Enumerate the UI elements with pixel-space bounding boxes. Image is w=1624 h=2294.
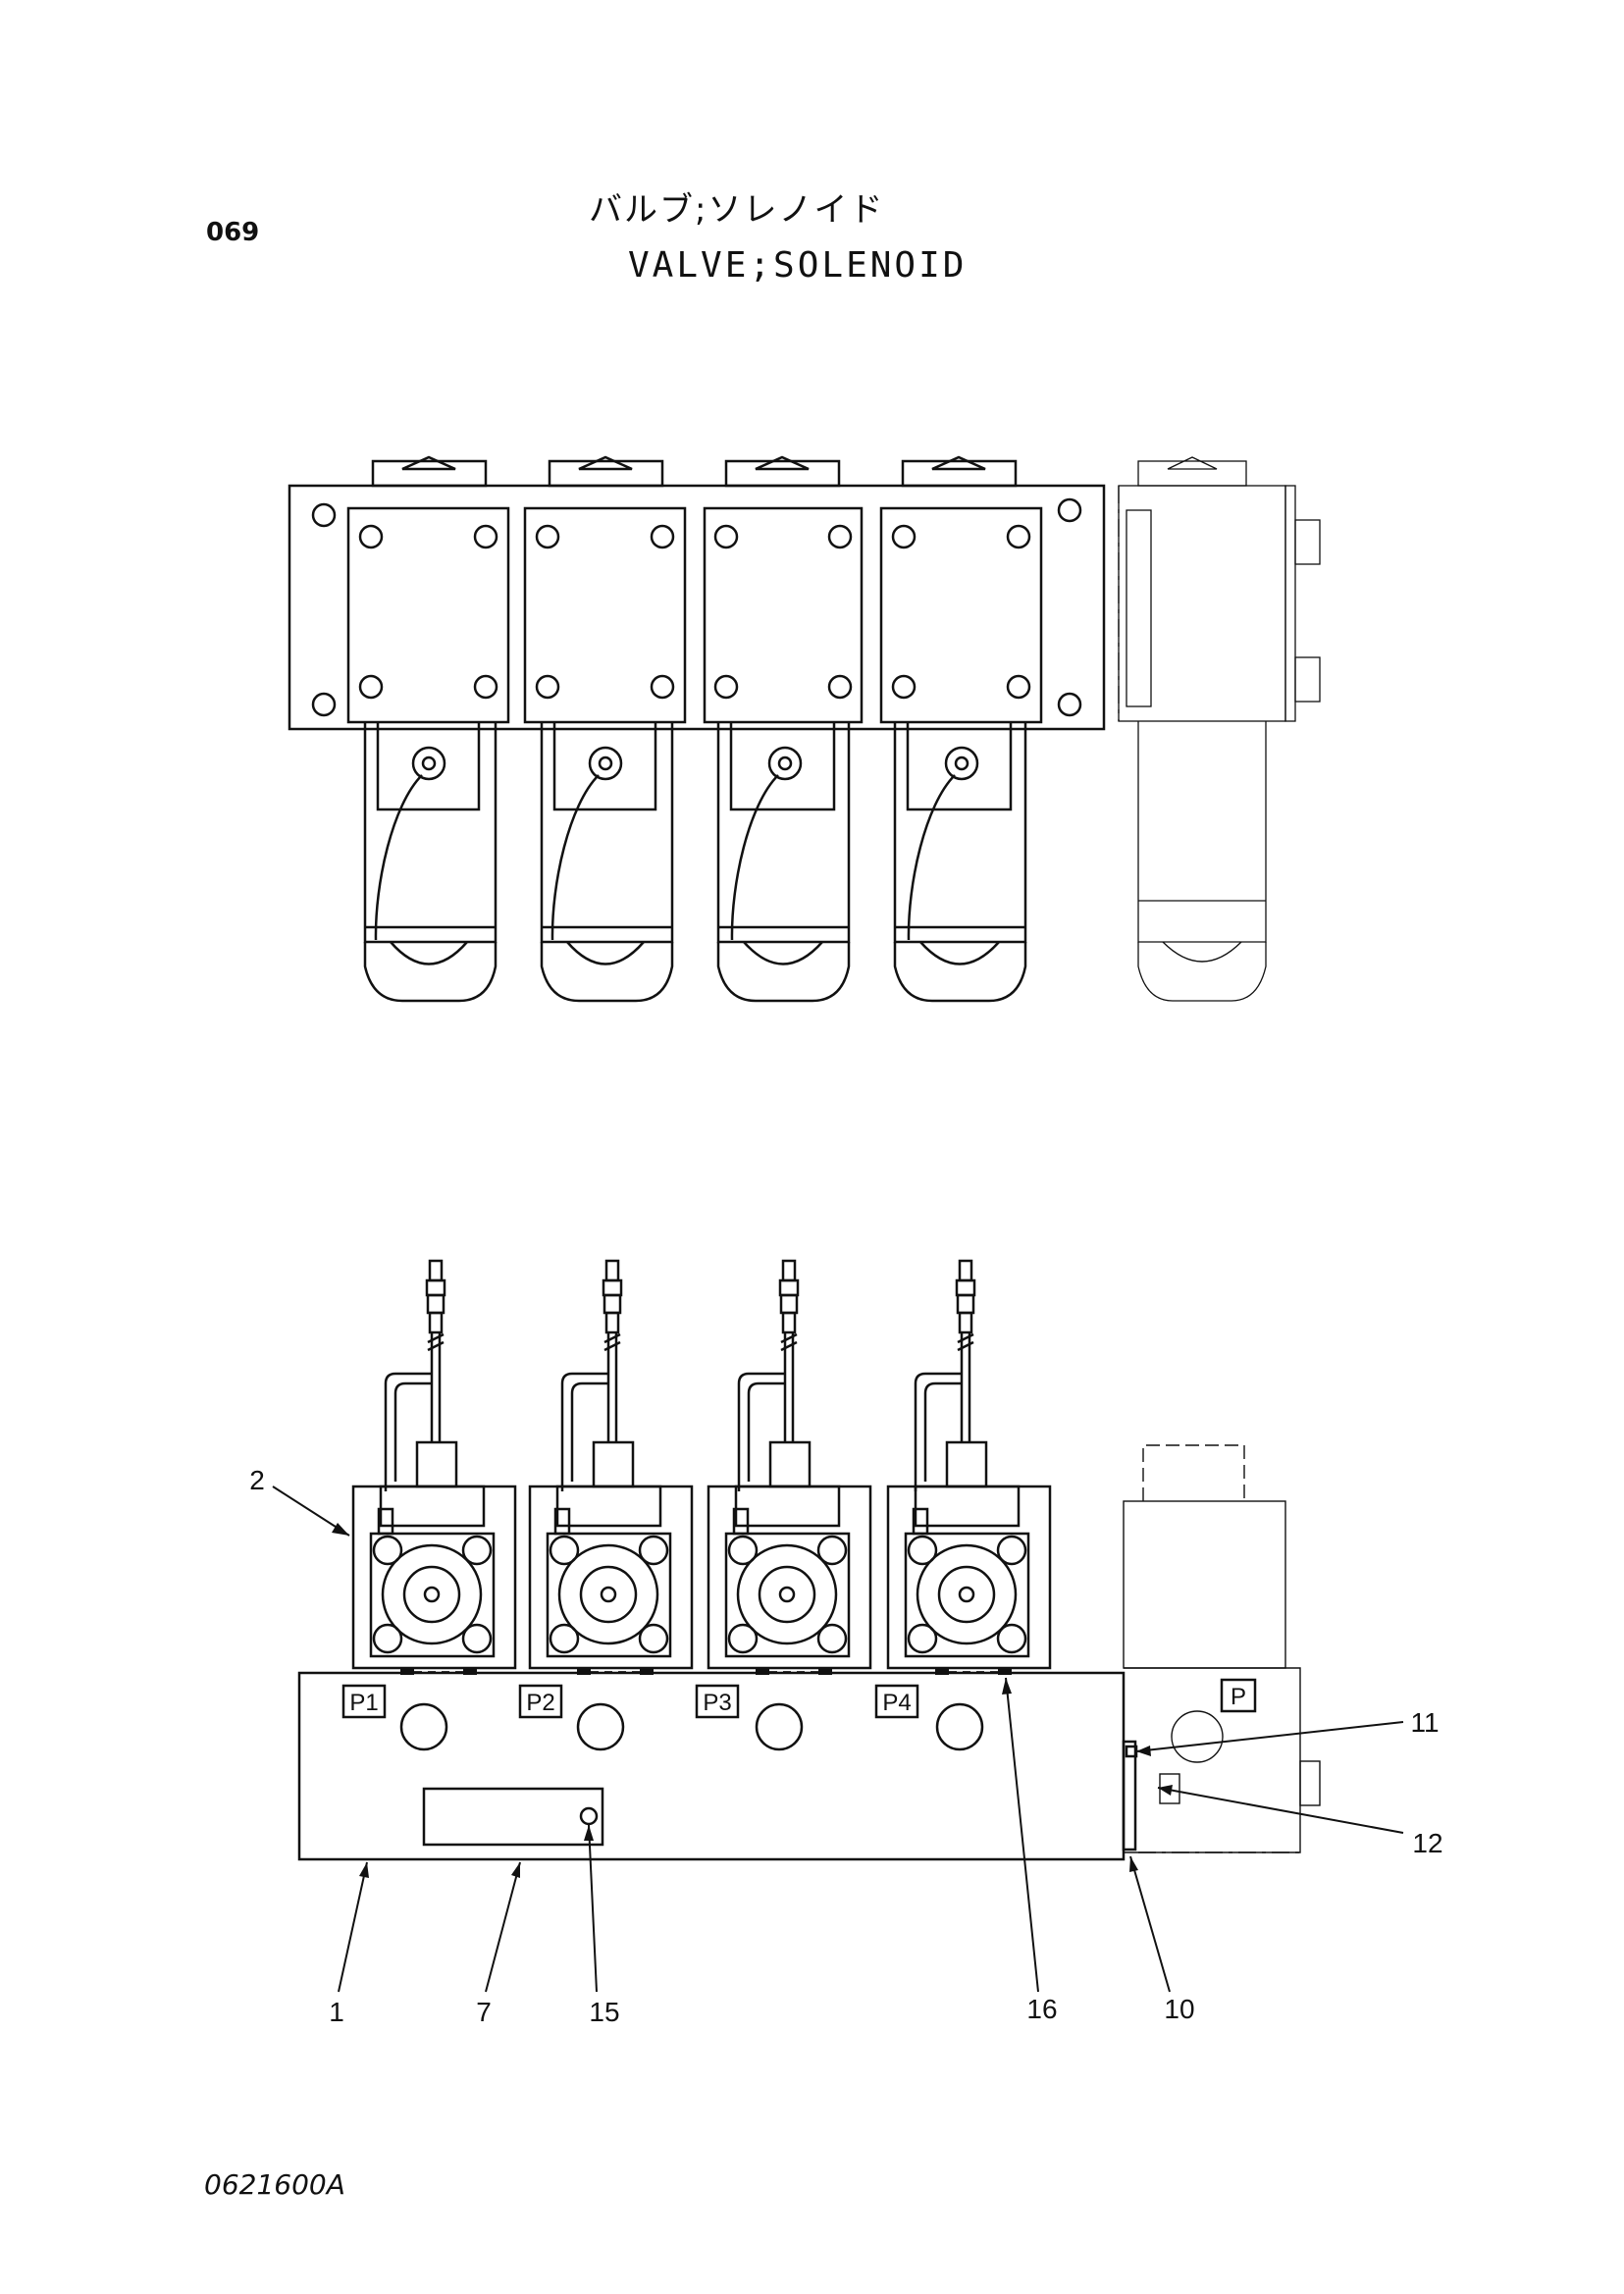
leader-lines [272,1486,1404,1993]
callout-2: 2 [249,1465,265,1495]
top-view [288,455,1321,1003]
top-mount-hole [1057,497,1082,523]
coil-housing-1 [351,1485,517,1670]
page-number: 069 [206,218,260,247]
top-valve-unit-4 [879,455,1043,1003]
callout-10: 10 [1164,1994,1194,2024]
coil-housing-4 [886,1485,1052,1670]
name-plate-screw [579,1806,599,1826]
port-label-p3: P3 [703,1690,731,1716]
cable-2 [560,1259,635,1491]
port-hole [399,1702,448,1751]
callout-16: 16 [1026,1994,1057,2024]
port-hole [755,1702,804,1751]
port-label-box [695,1684,740,1719]
top-valve-unit-1 [346,455,510,1003]
callout-15: 15 [589,1997,619,2027]
port-label-p2: P2 [526,1690,554,1716]
cable-1 [384,1259,458,1491]
top-mount-hole [1057,692,1082,717]
port-hole [935,1702,984,1751]
seal-markers [400,1668,1012,1675]
top-valve-unit-3 [703,455,864,1003]
name-plate [422,1787,604,1847]
port-label-box [1220,1678,1257,1713]
cable-3 [737,1259,812,1491]
top-mount-hole [311,502,337,528]
callout-11: 11 [1410,1707,1439,1738]
top-base-plate [288,484,1106,731]
coil-housing-2 [528,1485,694,1670]
top-phantom-unit [1118,456,1321,1002]
arrow-heads [332,1523,1173,1878]
front-phantom-block [1123,1444,1321,1853]
port-label-box [341,1684,387,1719]
top-mount-hole [311,692,337,717]
port-label-p1: P1 [349,1690,378,1716]
callout-7: 7 [476,1997,492,2027]
port-label-box [874,1684,919,1719]
title-english: VALVE;SOLENOID [628,245,968,286]
port-label-p: P [1231,1684,1246,1710]
cable-4 [914,1259,988,1491]
drawing-code: 0621600A [204,2168,345,2201]
side-plate [1122,1740,1137,1851]
coil-housing-3 [707,1485,872,1670]
title-japanese: バルブ;ソレノイド [589,190,885,230]
front-view [272,1259,1404,1993]
port-label-p4: P4 [882,1690,911,1716]
callout-1: 1 [329,1997,344,2027]
port-label-box [518,1684,563,1719]
callout-12: 12 [1412,1828,1442,1858]
top-valve-unit-2 [523,455,687,1003]
port-hole [576,1702,625,1751]
